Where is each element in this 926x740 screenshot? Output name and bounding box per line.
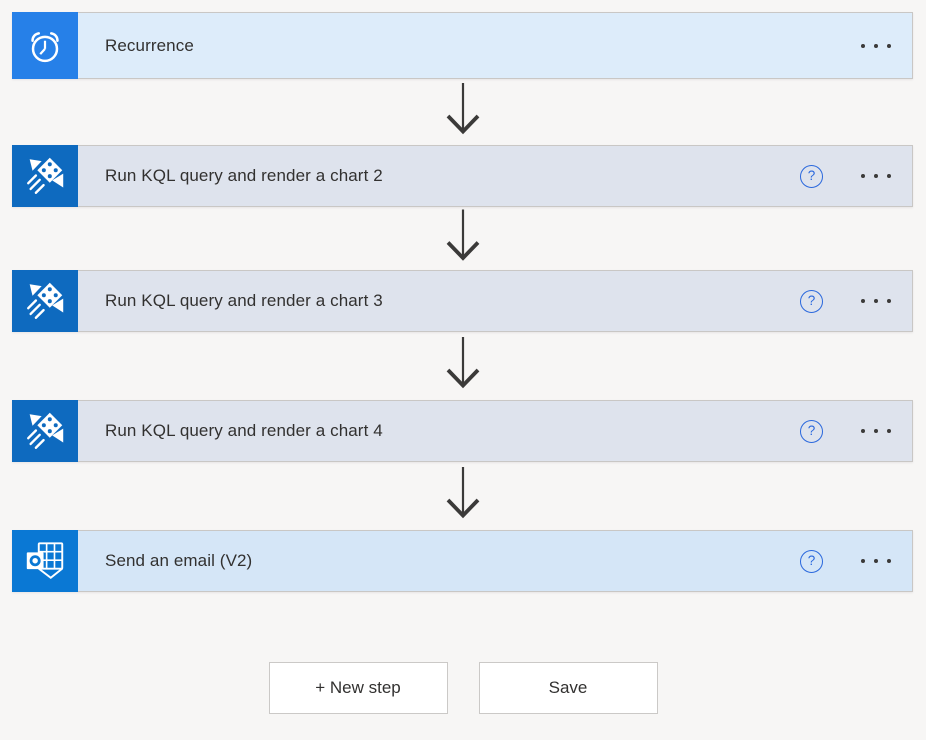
kusto-query-icon bbox=[12, 145, 78, 207]
ellipsis-menu-icon[interactable] bbox=[861, 166, 891, 186]
arrow-down-icon bbox=[0, 332, 926, 400]
kusto-query-icon bbox=[12, 270, 78, 332]
ellipsis-menu-icon[interactable] bbox=[861, 551, 891, 571]
dot bbox=[874, 429, 878, 433]
dot bbox=[874, 299, 878, 303]
step-card-kql-chart-3[interactable]: Run KQL query and render a chart 3 ? bbox=[12, 270, 913, 332]
step-title: Send an email (V2) bbox=[105, 551, 253, 570]
dot bbox=[887, 429, 891, 433]
dot bbox=[874, 174, 878, 178]
step-title: Run KQL query and render a chart 3 bbox=[105, 291, 383, 310]
step-title: Run KQL query and render a chart 2 bbox=[105, 166, 383, 185]
ellipsis-menu-icon[interactable] bbox=[861, 421, 891, 441]
step-title: Run KQL query and render a chart 4 bbox=[105, 421, 383, 440]
help-icon[interactable]: ? bbox=[800, 164, 823, 188]
outlook-icon bbox=[12, 530, 78, 592]
help-icon[interactable]: ? bbox=[800, 289, 823, 313]
arrow-down-icon bbox=[0, 79, 926, 145]
card-controls: ? bbox=[800, 549, 912, 573]
dot bbox=[861, 299, 865, 303]
dot bbox=[887, 43, 891, 48]
dot bbox=[887, 559, 891, 563]
dot bbox=[861, 174, 865, 178]
footer-actions: + New step Save bbox=[0, 662, 926, 714]
help-icon[interactable]: ? bbox=[800, 549, 823, 573]
card-controls: ? bbox=[800, 289, 912, 313]
step-card-recurrence[interactable]: Recurrence bbox=[12, 12, 913, 79]
step-card-send-email[interactable]: Send an email (V2) ? bbox=[12, 530, 913, 592]
dot bbox=[874, 559, 878, 563]
arrow-down-icon bbox=[0, 462, 926, 530]
ellipsis-menu-icon[interactable] bbox=[861, 291, 891, 311]
ellipsis-menu-icon[interactable] bbox=[861, 36, 891, 56]
dot bbox=[861, 559, 865, 563]
step-title: Recurrence bbox=[105, 35, 194, 55]
dot bbox=[887, 299, 891, 303]
card-controls: ? bbox=[800, 164, 912, 188]
dot bbox=[874, 43, 878, 48]
flow-designer-canvas: Recurrence bbox=[0, 12, 926, 740]
new-step-button[interactable]: + New step bbox=[268, 662, 448, 714]
card-controls: ? bbox=[800, 419, 912, 443]
recurrence-clock-icon bbox=[12, 12, 78, 79]
arrow-down-icon bbox=[0, 207, 926, 270]
save-button[interactable]: Save bbox=[478, 662, 658, 714]
step-card-kql-chart-2[interactable]: Run KQL query and render a chart 2 ? bbox=[12, 145, 913, 207]
kusto-query-icon bbox=[12, 400, 78, 462]
dot bbox=[861, 43, 865, 48]
step-card-kql-chart-4[interactable]: Run KQL query and render a chart 4 ? bbox=[12, 400, 913, 462]
dot bbox=[861, 429, 865, 433]
card-controls bbox=[861, 36, 912, 56]
help-icon[interactable]: ? bbox=[800, 419, 823, 443]
dot bbox=[887, 174, 891, 178]
